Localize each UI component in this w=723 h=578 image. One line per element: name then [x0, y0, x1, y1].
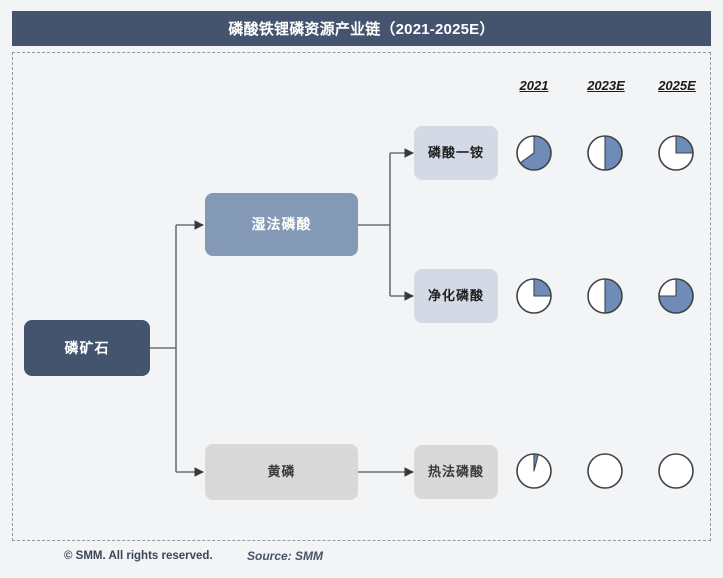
pie-chart-净化磷酸-2021 — [515, 277, 553, 315]
page-title: 磷酸铁锂磷资源产业链（2021-2025E） — [228, 21, 495, 38]
column-header-2025e: 2025E — [658, 78, 696, 93]
column-header-2023e: 2023E — [587, 78, 625, 93]
node-source-phosphate-ore[interactable]: 磷矿石 — [24, 320, 150, 376]
node-wet-process-phosphoric-acid[interactable]: 湿法磷酸 — [205, 193, 358, 256]
pie-chart-热法磷酸-2023E — [586, 452, 624, 490]
node-label: 磷酸一铵 — [427, 145, 484, 161]
pie-chart-热法磷酸-2021 — [515, 452, 553, 490]
node-label: 净化磷酸 — [427, 288, 484, 304]
node-yellow-phosphorus[interactable]: 黄磷 — [205, 444, 358, 500]
title-bar: 磷酸铁锂磷资源产业链（2021-2025E） — [12, 11, 711, 46]
pie-chart-磷酸一铵-2023E — [586, 134, 624, 172]
node-monoammonium-phosphate[interactable]: 磷酸一铵 — [414, 126, 498, 180]
footer-copyright: © SMM. All rights reserved. — [64, 550, 213, 562]
node-thermal-phosphoric-acid[interactable]: 热法磷酸 — [414, 445, 498, 499]
pie-chart-热法磷酸-2025E — [657, 452, 695, 490]
pie-chart-净化磷酸-2025E — [657, 277, 695, 315]
pie-chart-磷酸一铵-2025E — [657, 134, 695, 172]
node-label: 黄磷 — [267, 464, 296, 480]
node-label: 磷矿石 — [64, 339, 110, 356]
footer-source: Source: SMM — [247, 549, 324, 563]
node-label: 湿法磷酸 — [251, 216, 312, 233]
pie-chart-净化磷酸-2023E — [586, 277, 624, 315]
node-purified-phosphoric-acid[interactable]: 净化磷酸 — [414, 269, 498, 323]
column-header-2021: 2021 — [519, 78, 549, 93]
pie-chart-磷酸一铵-2021 — [515, 134, 553, 172]
node-label: 热法磷酸 — [427, 464, 484, 480]
